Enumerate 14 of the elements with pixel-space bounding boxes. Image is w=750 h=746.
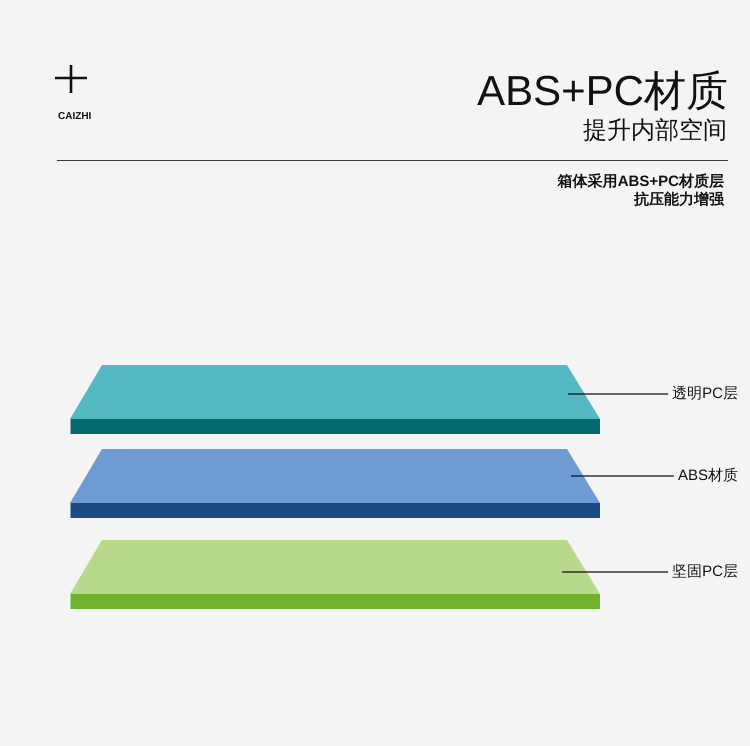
description-text: 箱体采用ABS+PC材质层 xyxy=(558,173,724,191)
layer-label: 坚固PC层 xyxy=(672,562,738,582)
title: ABS+PC材质 xyxy=(477,68,728,114)
layer-label: 透明PC层 xyxy=(672,384,738,404)
material-layer xyxy=(70,540,600,609)
leader-line xyxy=(570,475,674,477)
material-layer xyxy=(70,449,600,518)
material-layer xyxy=(70,365,600,434)
layer-label: ABS材质 xyxy=(678,466,738,486)
leader-line xyxy=(561,571,668,573)
subtitle: 提升内部空间 xyxy=(583,117,727,145)
description-text: 抗压能力增强 xyxy=(634,191,724,209)
section-tag: CAIZHI xyxy=(58,110,92,123)
leader-line xyxy=(567,393,668,395)
